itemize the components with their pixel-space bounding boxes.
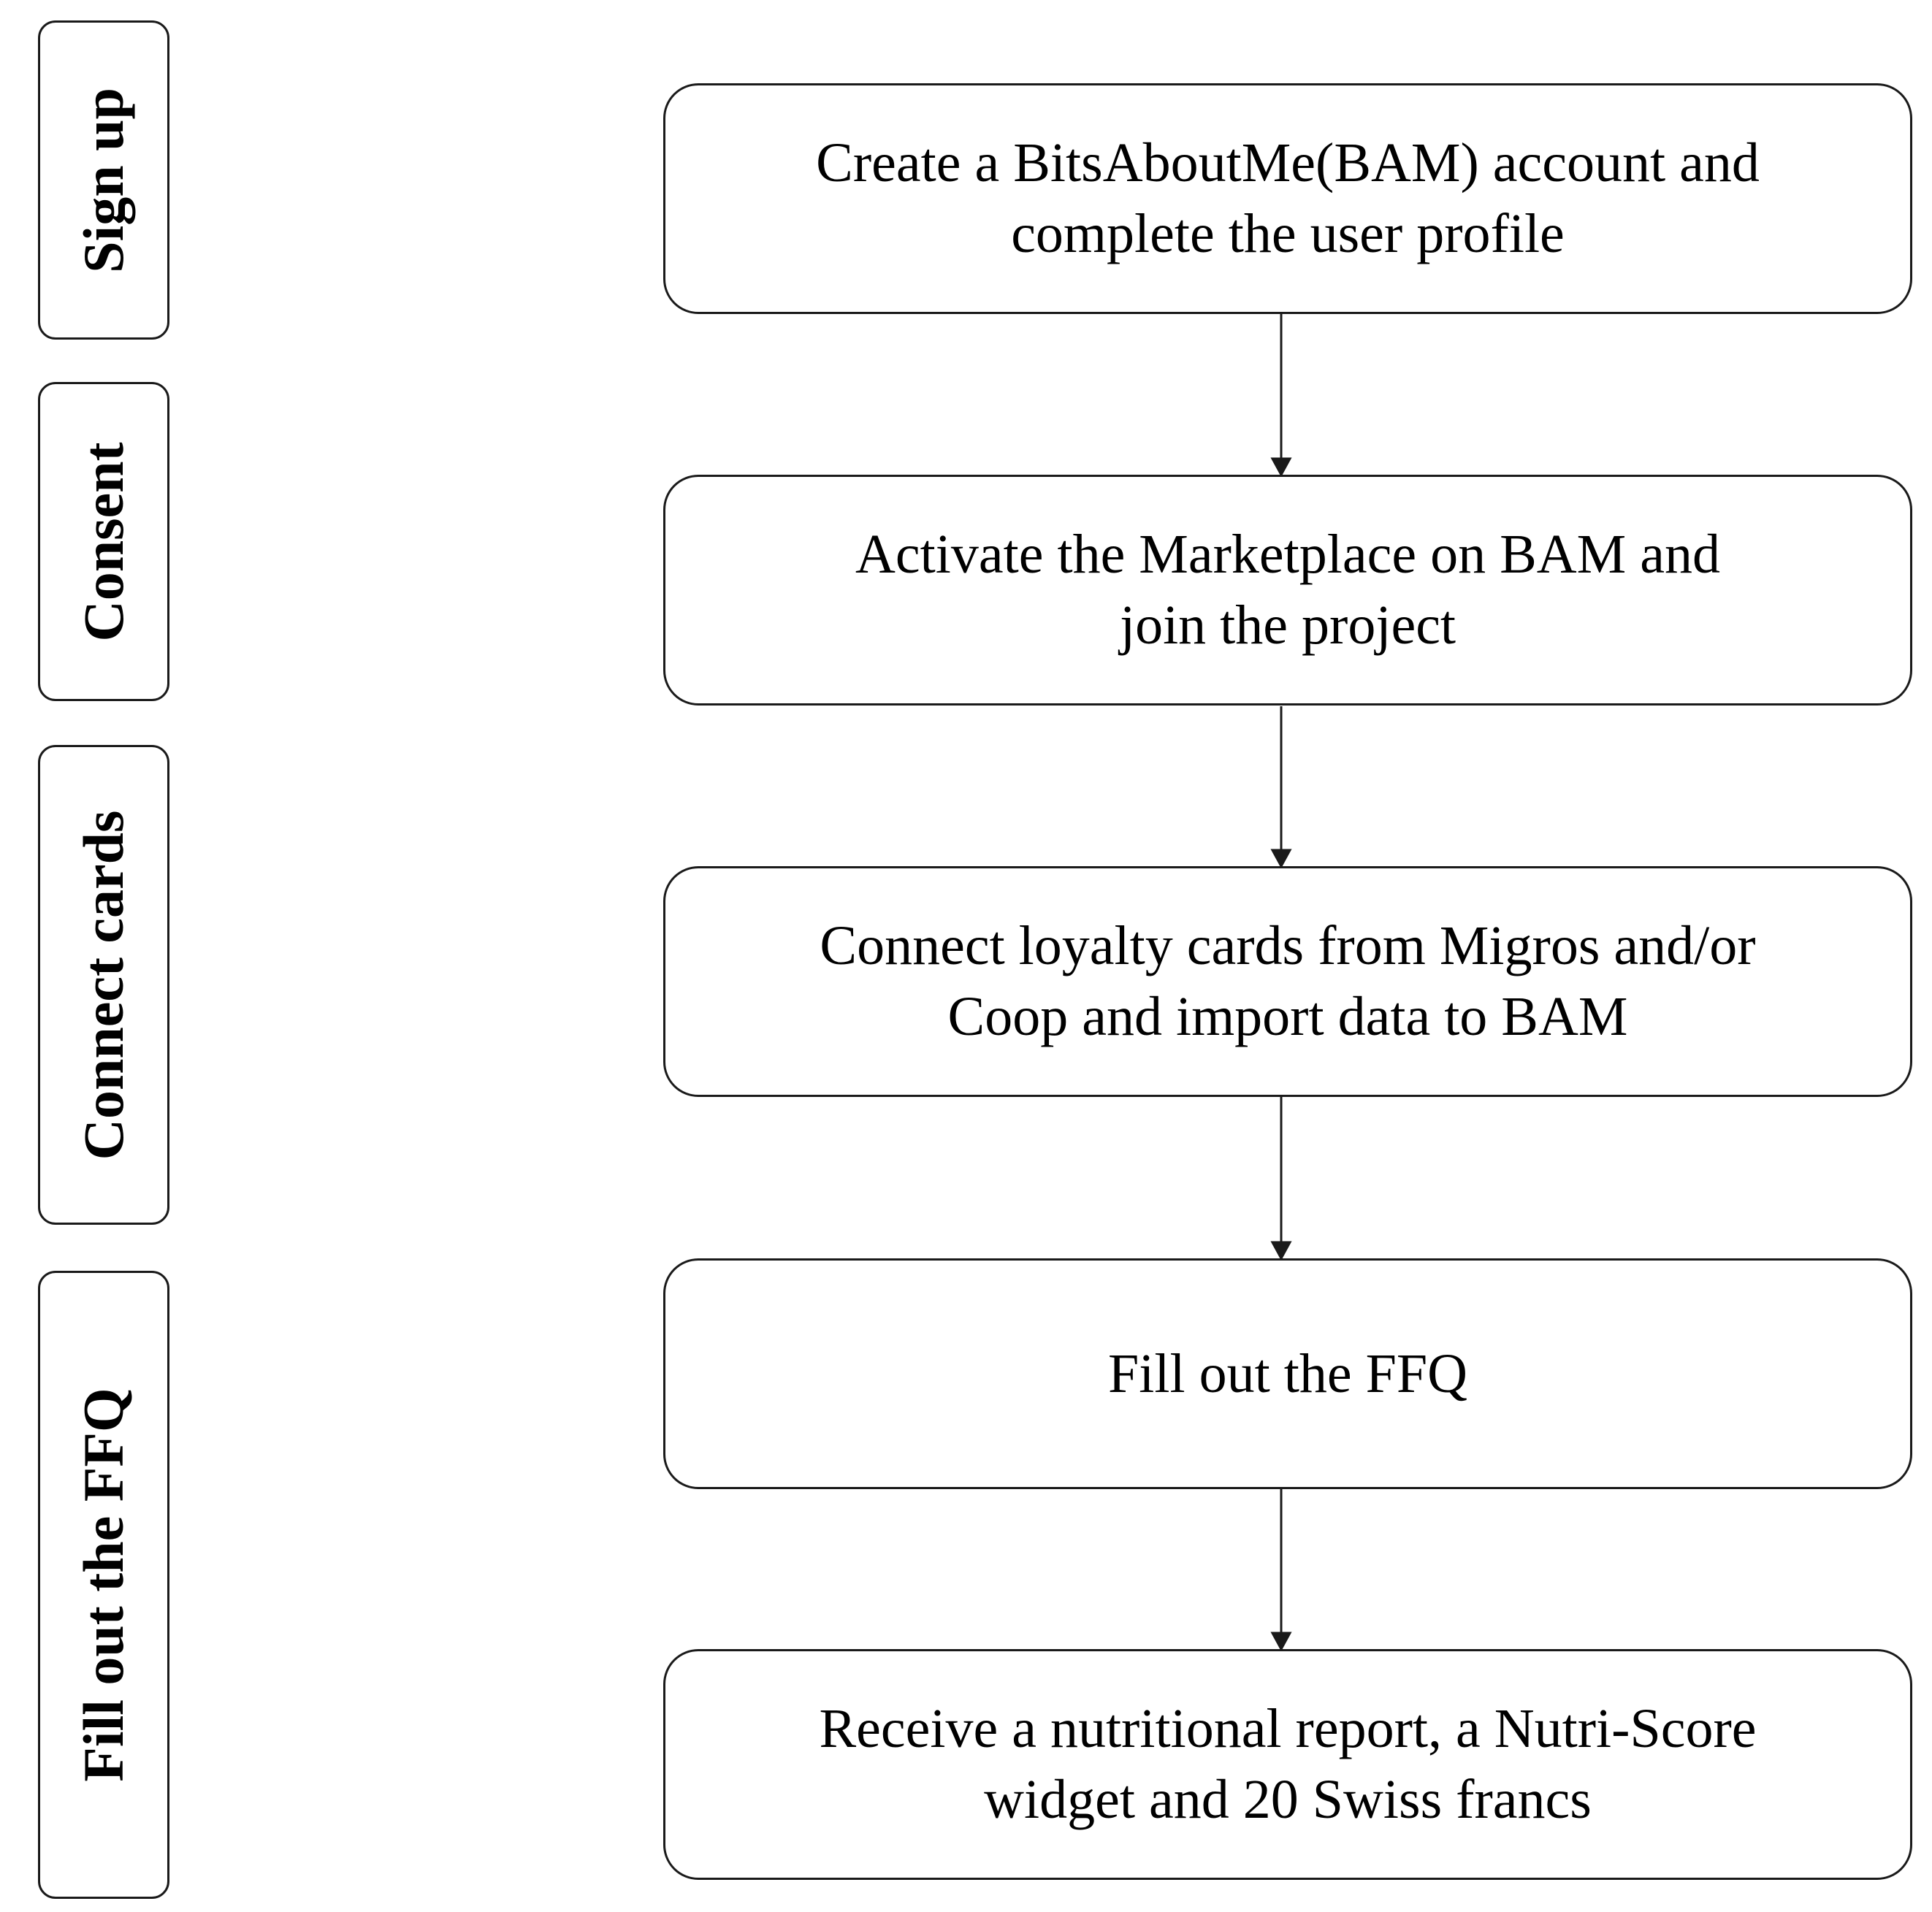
arrowhead-3 <box>1270 1241 1292 1261</box>
step-box-fill-out-ffq: Fill out the FFQ <box>663 1258 1912 1489</box>
step-text: Fill out the FFQ <box>1108 1342 1467 1404</box>
step-box-receive-report: Receive a nutritional report, a Nutri-Sc… <box>663 1649 1912 1880</box>
stage-label-fill-out-ffq: Fill out the FFQ <box>38 1271 169 1899</box>
step-box-connect-loyalty-cards: Connect loyalty cards from Migros and/or… <box>663 866 1912 1097</box>
step-text: Create a BitsAboutMe(BAM) account and co… <box>816 132 1760 264</box>
step-text: Activate the Marketplace on BAM and join… <box>855 524 1720 656</box>
stage-label-sign-up: Sign up <box>38 20 169 340</box>
arrowhead-4 <box>1270 1632 1292 1652</box>
step-box-create-account: Create a BitsAboutMe(BAM) account and co… <box>663 83 1912 314</box>
stage-label-connect-cards: Connect cards <box>38 745 169 1225</box>
step-text: Connect loyalty cards from Migros and/or… <box>820 915 1756 1047</box>
arrowhead-2 <box>1270 849 1292 869</box>
stage-label-consent: Consent <box>38 382 169 701</box>
step-box-activate-marketplace: Activate the Marketplace on BAM and join… <box>663 475 1912 705</box>
step-text: Receive a nutritional report, a Nutri-Sc… <box>819 1698 1757 1830</box>
arrowhead-1 <box>1270 457 1292 478</box>
